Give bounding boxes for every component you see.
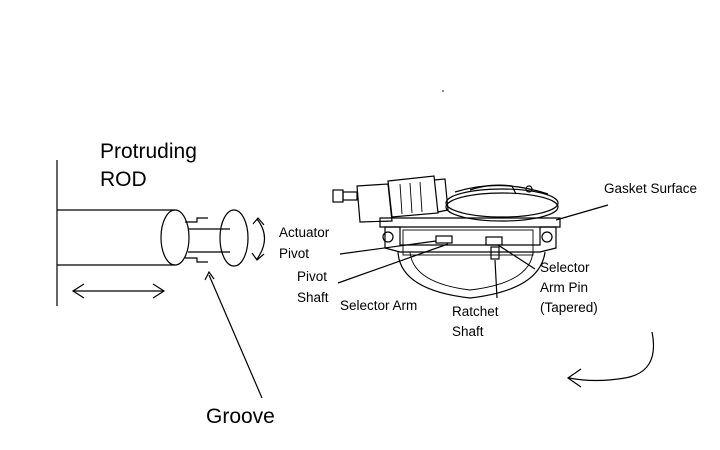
mount-hole-left bbox=[382, 231, 394, 243]
housing-detail-2 bbox=[409, 182, 413, 214]
bowl-outer bbox=[397, 251, 546, 299]
groove-neck-bottom bbox=[185, 257, 208, 263]
actuator-label: Actuator bbox=[279, 225, 330, 240]
body-frame bbox=[384, 226, 557, 253]
rotation-arrow-top bbox=[252, 217, 265, 226]
groove-leader-arrowhead bbox=[204, 270, 215, 281]
base-plate bbox=[379, 217, 561, 228]
rod-label: ROD bbox=[100, 168, 147, 191]
rod-tip-knob bbox=[219, 209, 249, 267]
bracket-block bbox=[356, 183, 393, 223]
inner-chamber bbox=[402, 229, 534, 256]
housing-detail-1 bbox=[399, 183, 403, 215]
ratchet-shaft-label: Shaft bbox=[452, 324, 484, 339]
pivot-shaft-block bbox=[435, 235, 453, 244]
bolt-shank bbox=[342, 191, 358, 201]
gasket-surface-label: Gasket Surface bbox=[604, 181, 697, 196]
housing-detail-3 bbox=[419, 181, 423, 213]
bowl-inner bbox=[409, 251, 534, 291]
selector-arm-label: Selector Arm bbox=[340, 298, 417, 313]
travel-arrow-left-head bbox=[71, 283, 85, 299]
rotation-arc bbox=[256, 218, 266, 260]
pivot-shaft-label: Shaft bbox=[297, 290, 329, 305]
dial-pointer bbox=[469, 184, 517, 195]
curved-return-arrow bbox=[568, 331, 655, 382]
rotation-arrow-bottom bbox=[251, 252, 265, 261]
dial-knob bbox=[525, 185, 533, 193]
tapered-label: (Tapered) bbox=[540, 300, 598, 315]
housing-end-cap bbox=[433, 178, 449, 213]
pivot-shaft-leader-line bbox=[337, 243, 449, 284]
groove-neck-top bbox=[185, 217, 208, 223]
ratchet-shaft bbox=[490, 246, 500, 260]
protruding-label: Protruding bbox=[100, 140, 197, 163]
rod-assembly bbox=[56, 160, 266, 399]
rod-end-face bbox=[160, 209, 190, 266]
pivot-label: Pivot bbox=[297, 269, 327, 284]
ratchet-leader-line bbox=[494, 259, 498, 299]
housing-body bbox=[387, 175, 439, 218]
mount-hole-right bbox=[541, 231, 553, 243]
selector-label: Selector bbox=[540, 260, 590, 275]
actuator-pivot-label: Pivot bbox=[279, 246, 309, 261]
groove-leader-line bbox=[208, 274, 263, 399]
arm-pin-label: Arm Pin bbox=[540, 280, 588, 295]
selector-arm-block bbox=[485, 236, 503, 246]
stray-dot bbox=[442, 90, 444, 92]
dial-disc-top bbox=[445, 188, 559, 218]
bolt-head bbox=[332, 189, 344, 203]
ratchet-label: Ratchet bbox=[452, 304, 499, 319]
selector-pin-leader-line bbox=[497, 244, 536, 270]
actuator-leader-line bbox=[339, 240, 437, 255]
dial-disc-bottom bbox=[445, 192, 559, 222]
curved-arrow-head bbox=[566, 368, 582, 388]
selector-mechanism bbox=[332, 175, 609, 299]
travel-arrow-right-head bbox=[152, 283, 166, 299]
gasket-leader-line bbox=[555, 204, 609, 221]
groove-label: Groove bbox=[206, 405, 275, 428]
